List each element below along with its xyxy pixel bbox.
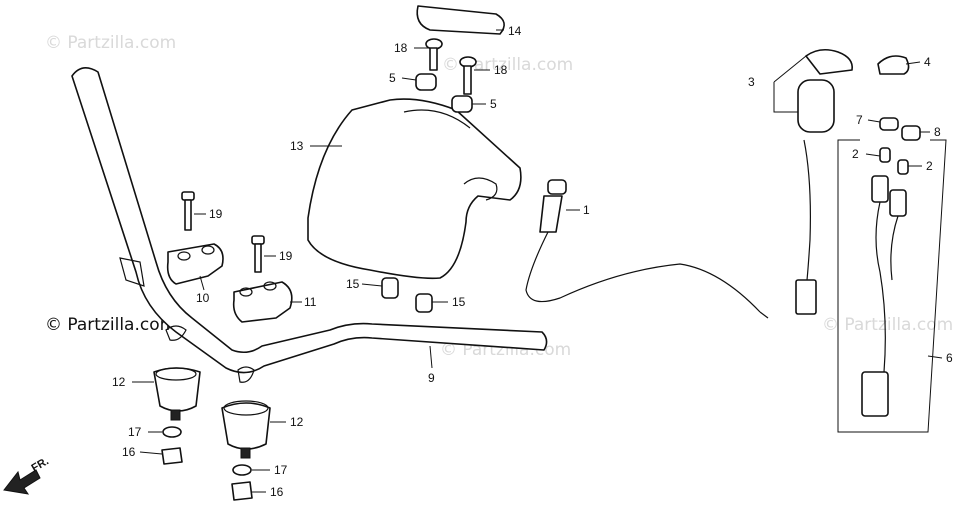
callout-16-a: 16 [122, 445, 136, 459]
handlebar-part-9[interactable] [71, 67, 548, 383]
grommet-part-5-a[interactable] [415, 73, 437, 91]
washer-part-17-b[interactable] [232, 464, 252, 476]
callout-9: 9 [428, 371, 435, 385]
callout-5-a: 5 [389, 71, 396, 85]
watermark-right: © Partzilla.com [822, 315, 953, 335]
callout-5-b: 5 [490, 97, 497, 111]
holder-lower-part-12-a[interactable] [153, 367, 201, 421]
ignition-switch-part-3[interactable] [795, 48, 854, 315]
callout-4: 4 [924, 55, 931, 69]
screw-part-18-a[interactable] [425, 38, 443, 71]
leader-lines [132, 29, 943, 493]
front-direction-label: FR. [30, 455, 51, 474]
callout-18-b: 18 [494, 63, 508, 77]
callout-19-a: 19 [209, 207, 223, 221]
callout-8: 8 [934, 125, 941, 139]
nut-part-16-b[interactable] [231, 481, 253, 501]
callout-17-a: 17 [128, 425, 142, 439]
callout-18-a: 18 [394, 41, 408, 55]
callout-6: 6 [946, 351, 953, 365]
handlebar-cover-part-13[interactable] [307, 98, 522, 280]
washer-part-17-a[interactable] [162, 426, 182, 438]
grommet-part-5-b[interactable] [451, 95, 473, 113]
bolt-part-19-b[interactable] [251, 235, 265, 273]
callout-7: 7 [856, 113, 863, 127]
screw-part-18-b[interactable] [459, 56, 477, 95]
bulb-part-2-b[interactable] [897, 159, 909, 175]
callout-labels: 1 2 2 3 4 5 5 6 7 8 9 10 11 12 12 13 14 … [112, 24, 953, 499]
callout-3: 3 [748, 75, 755, 89]
harness-bracket [837, 139, 947, 433]
choke-cable-part-1[interactable] [525, 179, 769, 319]
callout-17-b: 17 [274, 463, 288, 477]
grommet-part-8[interactable] [901, 125, 921, 141]
key-cap-part-4[interactable] [877, 55, 910, 75]
callout-11: 11 [304, 295, 317, 309]
callout-15-b: 15 [452, 295, 466, 309]
collar-part-15-b[interactable] [415, 293, 433, 313]
harness-part-6[interactable] [861, 175, 907, 417]
watermark-top-left: © Partzilla.com [45, 33, 176, 53]
callout-2-b: 2 [926, 159, 933, 173]
bolt-part-19-a[interactable] [181, 191, 195, 231]
callout-12-b: 12 [290, 415, 304, 429]
callout-2-a: 2 [852, 147, 859, 161]
callout-10: 10 [196, 291, 210, 305]
grommet-part-7[interactable] [879, 117, 899, 131]
callout-13: 13 [290, 139, 304, 153]
holder-lower-part-12-b[interactable] [221, 400, 271, 459]
callout-15-a: 15 [346, 277, 360, 291]
callout-14: 14 [508, 24, 522, 38]
holder-upper-part-11[interactable] [232, 281, 293, 323]
collar-part-15-a[interactable] [381, 277, 399, 299]
cover-cap-part-14[interactable] [416, 5, 505, 35]
callout-19-b: 19 [279, 249, 293, 263]
front-direction-arrow: FR. [3, 455, 51, 495]
holder-upper-part-10[interactable] [166, 243, 224, 285]
callout-16-b: 16 [270, 485, 284, 499]
callout-1: 1 [583, 203, 590, 217]
bulb-part-2-a[interactable] [879, 147, 891, 163]
nut-part-16-a[interactable] [161, 447, 183, 465]
watermark-left: © Partzilla.com [45, 315, 176, 335]
callout-12-a: 12 [112, 375, 126, 389]
